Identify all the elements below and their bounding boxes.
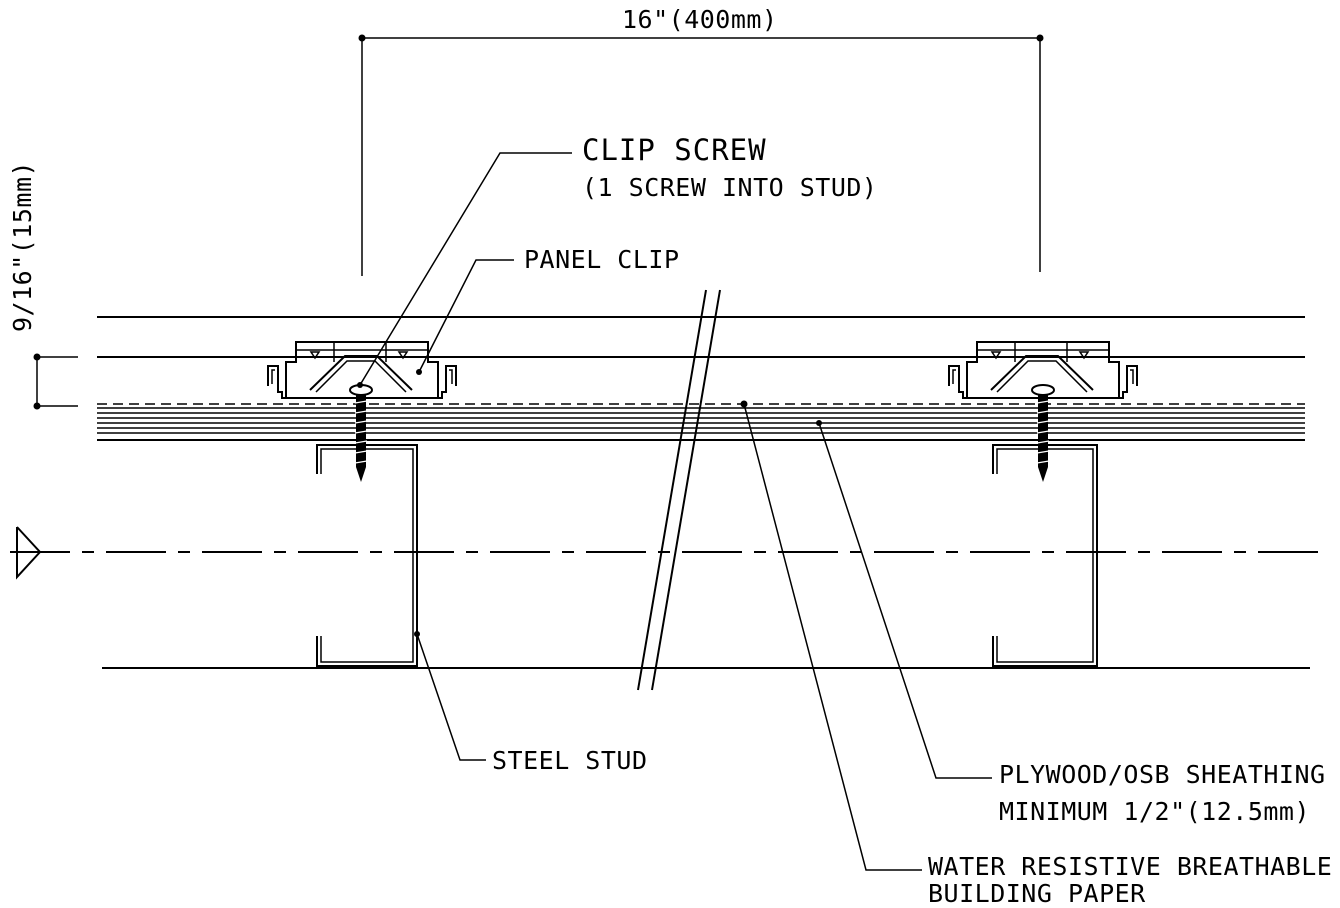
panel-clip-callout: PANEL CLIP (416, 245, 680, 375)
panel-clip-right (948, 341, 1138, 399)
clip-screw-sublabel: (1 SCREW INTO STUD) (582, 173, 877, 202)
break-line (637, 289, 721, 691)
steel-stud-callout: STEEL STUD (414, 631, 648, 775)
sheathing-sublabel: MINIMUM 1/2"(12.5mm) (999, 797, 1310, 826)
clip-screw-callout: CLIP SCREW (1 SCREW INTO STUD) (357, 133, 877, 388)
building-paper-sublabel: BUILDING PAPER (928, 879, 1146, 908)
steel-stud-label: STEEL STUD (492, 746, 648, 775)
building-paper-label: WATER RESISTIVE BREATHABLE (928, 852, 1332, 881)
sheathing-callout: PLYWOOD/OSB SHEATHING MINIMUM 1/2"(12.5m… (816, 420, 1326, 826)
clip-depth-dimension: 9/16"(15mm) (8, 161, 78, 410)
clip-screw-right (1036, 395, 1050, 482)
panel-clip-label: PANEL CLIP (524, 245, 680, 274)
stud-spacing-label: 16"(400mm) (622, 5, 778, 34)
sheathing-layers (97, 407, 1305, 441)
stud-spacing-dimension: 16"(400mm) (358, 5, 1044, 276)
sheathing-label: PLYWOOD/OSB SHEATHING (999, 760, 1326, 789)
steel-stud-left (316, 444, 418, 667)
building-paper-callout: WATER RESISTIVE BREATHABLE BUILDING PAPE… (740, 400, 1332, 908)
steel-stud-right (992, 444, 1098, 667)
center-line (10, 526, 1325, 580)
clip-screw-label: CLIP SCREW (582, 133, 767, 167)
panel-clip-left (267, 341, 457, 399)
clip-depth-label: 9/16"(15mm) (8, 161, 37, 332)
clip-screw-left (354, 395, 368, 482)
